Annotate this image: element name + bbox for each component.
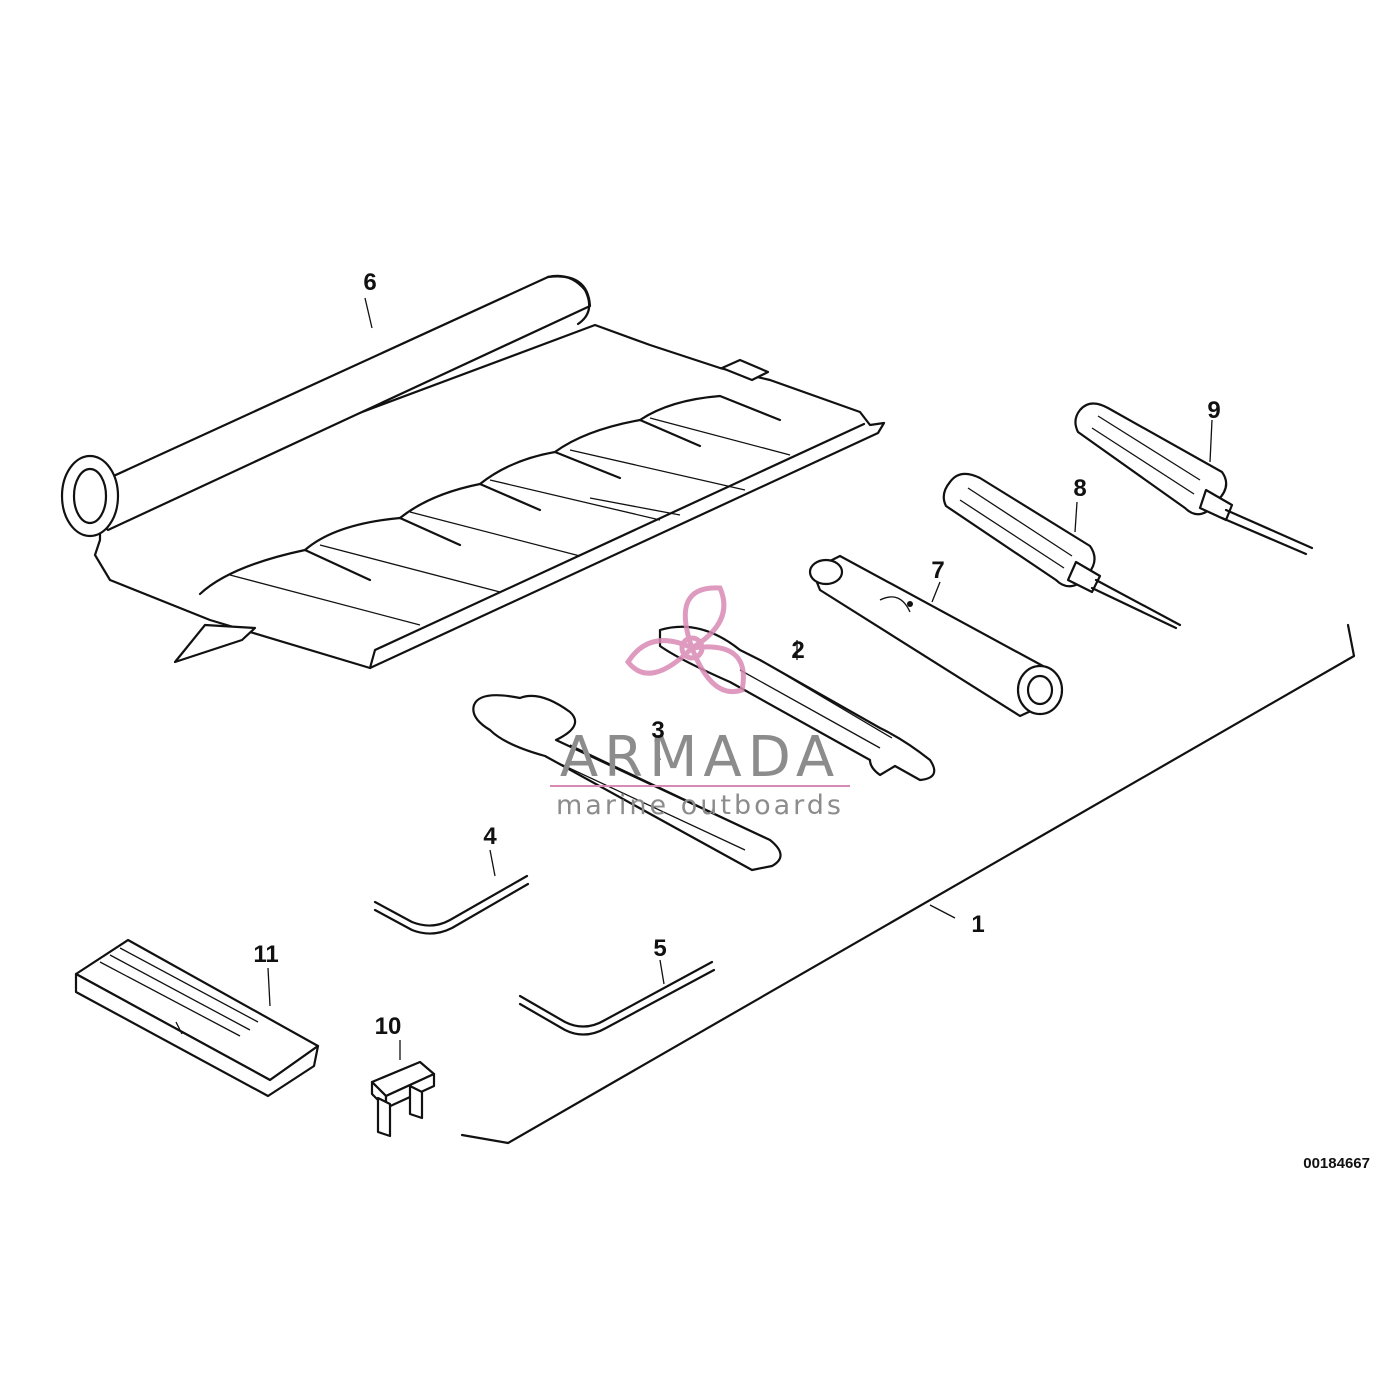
- label-kit: 1: [971, 911, 984, 938]
- label-fuse-puller: 11: [253, 941, 278, 968]
- label-hex-key-5: 5: [653, 935, 666, 962]
- hex-key-5: [518, 959, 716, 1036]
- label-screwdriver-9: 9: [1207, 397, 1220, 424]
- label-fuse: 10: [375, 1013, 402, 1040]
- screwdriver-9: [1074, 402, 1314, 556]
- label-screwdriver-8: 8: [1073, 475, 1086, 502]
- label-hex-key-4: 4: [483, 823, 497, 850]
- watermark-title: ARMADA: [560, 725, 840, 790]
- watermark-subtitle: marine outboards: [556, 790, 844, 821]
- box-spanner-7: [808, 554, 1064, 718]
- label-wrench-2: 2: [791, 637, 804, 664]
- propeller-logo-icon: [624, 585, 746, 694]
- tool-roll: [60, 274, 886, 670]
- wrench-2: [658, 625, 936, 782]
- label-box-spanner: 7: [931, 557, 944, 584]
- label-wrench-3: 3: [651, 717, 664, 744]
- diagram-reference-number: 00184667: [1303, 1155, 1370, 1172]
- fuse-10: [370, 1040, 436, 1138]
- fuse-puller-11: [74, 938, 320, 1098]
- wrench-3: [472, 694, 782, 872]
- screwdriver-8: [942, 472, 1182, 630]
- hex-key-4: [373, 849, 530, 935]
- label-tool-roll: 6: [363, 269, 376, 296]
- kit-bracket: [460, 623, 1356, 1145]
